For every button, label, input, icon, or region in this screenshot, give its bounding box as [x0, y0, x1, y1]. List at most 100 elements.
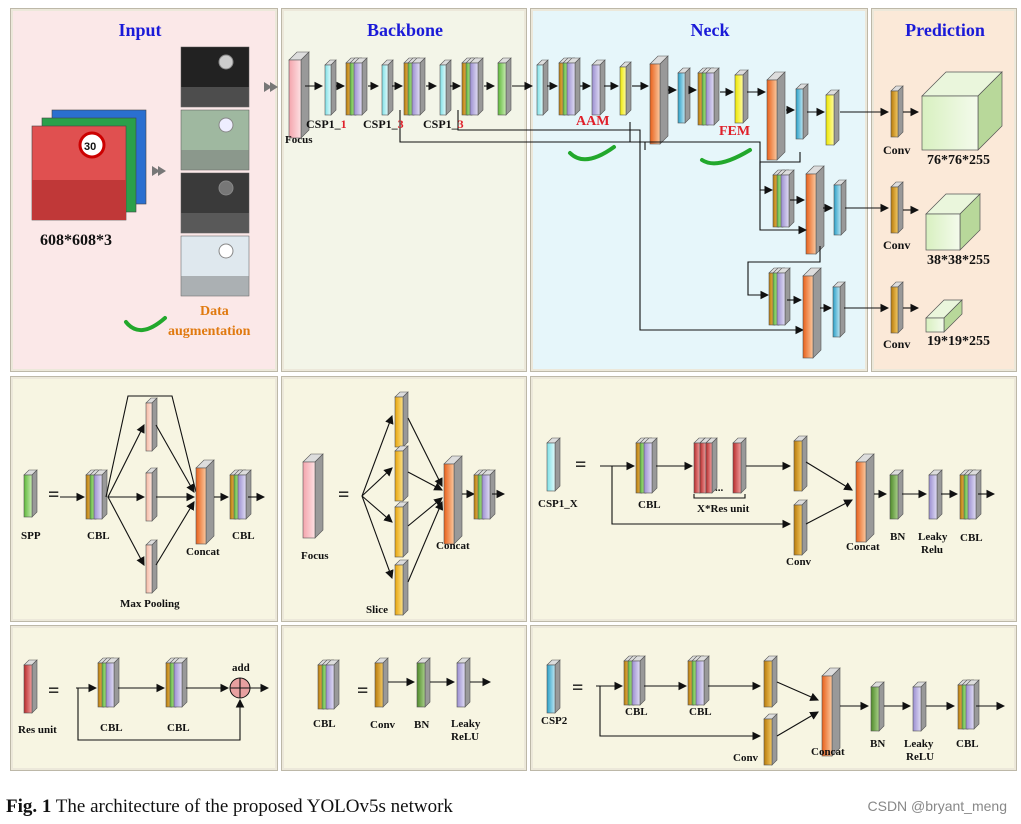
csp1x-leaky-label: Leaky: [918, 531, 948, 543]
csp1-1-label: CSP1_1: [306, 117, 347, 131]
neck-csp3-act-side: [788, 169, 795, 228]
skip-csp2: [399, 110, 646, 150]
neck-concat-4: [802, 275, 814, 359]
watermark: CSDN @bryant_meng: [867, 798, 1008, 814]
csp2-conv-top: [763, 660, 773, 708]
csp1x-conv-bot: [793, 504, 803, 556]
spp-route-top: [105, 395, 197, 498]
neck-concat-1: [649, 63, 661, 145]
spp-cbl-2-act: [237, 474, 247, 520]
neck-concat-2-side: [776, 71, 786, 161]
bb-conv-3: [439, 64, 447, 116]
cbl-mod-cbl-act-side: [333, 659, 340, 710]
augmented-road-4: [181, 276, 249, 296]
csp1x-leaky: [928, 474, 938, 520]
focus-concat-side: [453, 455, 463, 545]
csp1x-cbl2-label: CBL: [960, 532, 983, 544]
figure-caption: Fig. 1 The architecture of the proposed …: [6, 796, 453, 818]
res-add-label: add: [232, 662, 250, 674]
neck-conv-7-side: [839, 281, 846, 338]
csp2-block-side: [554, 659, 561, 714]
focus-s3: [361, 495, 393, 523]
focus-slice-2: [394, 450, 404, 502]
csp2-equals: =: [572, 677, 584, 699]
spp-pool1-out: [155, 424, 195, 493]
csp2-cbl-1-act: [631, 660, 641, 706]
spp-concat: [195, 467, 207, 545]
neck-concat-3-side: [815, 165, 825, 255]
csp2-leaky-side: [920, 681, 927, 732]
csp1-3a-label: CSP1_3: [363, 117, 404, 131]
focus-concat: [443, 463, 455, 545]
pred-conv-2-side: [897, 181, 904, 234]
spp-cbl-2-act-side: [245, 469, 252, 520]
focus-slice-1-side: [402, 391, 409, 448]
neck-csp-act: [566, 62, 576, 116]
csp1x-cbl-act: [643, 442, 653, 494]
cbl-label: CBL: [313, 718, 336, 730]
neck-conv-6: [833, 184, 842, 236]
cbl-panel: [281, 625, 527, 771]
out-19: 19*19*255: [927, 334, 990, 349]
to-backbone-arrow-icon: [264, 82, 272, 92]
bb-spp-side: [505, 57, 512, 116]
input-title: Input: [118, 20, 162, 40]
neck-conv-1-side: [542, 59, 549, 116]
check-icon-aam: [568, 145, 616, 162]
csp1x-b-out: [805, 499, 853, 525]
csp2-concat-label: Concat: [811, 746, 845, 758]
spp-label: SPP: [21, 530, 41, 542]
csp1x-cbl2-act: [967, 474, 977, 520]
csp1x-block: [546, 442, 556, 492]
res-cbl1-label: CBL: [100, 722, 123, 734]
pred-conv-3: [890, 286, 899, 334]
bb-conv-2-side: [387, 59, 394, 116]
cbl-conv-side: [382, 657, 389, 708]
check-icon-fem: [700, 148, 752, 166]
csp1x-concat-label: Concat: [846, 541, 880, 553]
csp2-conv-bot-side: [771, 713, 778, 766]
augmentation-label-1: Data: [200, 304, 229, 319]
neck-conv-2: [619, 66, 627, 116]
csp1x-label: CSP1_X: [538, 498, 578, 510]
csp1x-conv-label: Conv: [786, 556, 812, 568]
neck-csp4-act: [776, 272, 786, 326]
csp1x-concat: [855, 461, 867, 543]
focus-slice-3: [394, 506, 404, 558]
bb-spp: [497, 62, 507, 116]
spp-pool-3-side: [151, 539, 158, 594]
csp2-bypass: [599, 686, 762, 741]
res-cbl-1-act: [105, 662, 115, 708]
csp2-bn-side: [878, 681, 885, 732]
csp2-cbl-2-act-side: [703, 655, 710, 706]
bb-csp1-act: [353, 62, 363, 116]
csp1x-t-out: [805, 461, 853, 491]
cbl-leaky-label: Leaky: [451, 718, 481, 730]
focus-mod-block: [302, 461, 316, 539]
csp2-conv-label: Conv: [733, 752, 759, 764]
input-size-label: 608*608*3: [40, 232, 112, 249]
res-equals: =: [48, 680, 60, 702]
spp-pool-1-side: [151, 397, 158, 452]
cbl-relu-label: ReLU: [451, 731, 480, 743]
speed-sign-text: 30: [84, 141, 96, 153]
focus-slice-1: [394, 396, 404, 448]
neck-concat-2: [766, 79, 778, 161]
csp1x-res-brace: [693, 494, 746, 499]
bb-conv-1: [324, 64, 332, 116]
pred-conv-2: [890, 186, 899, 234]
check-icon-input: [124, 316, 167, 332]
augmented-sign-icon-4: [218, 243, 234, 259]
input-arrow-icon: [152, 166, 160, 176]
res-cbl-2-act-side: [181, 657, 188, 708]
augmented-road-2: [181, 150, 249, 170]
neck-csp3-act: [780, 174, 790, 228]
neck-fem-block: [734, 74, 744, 124]
spp-to-pool3: [107, 496, 145, 566]
csp1x-res-label: X*Res unit: [697, 503, 750, 515]
focus-s1: [361, 414, 394, 497]
focus-c4: [407, 500, 444, 583]
cbl-leaky: [456, 662, 466, 708]
focus-slice-3-side: [402, 501, 409, 558]
